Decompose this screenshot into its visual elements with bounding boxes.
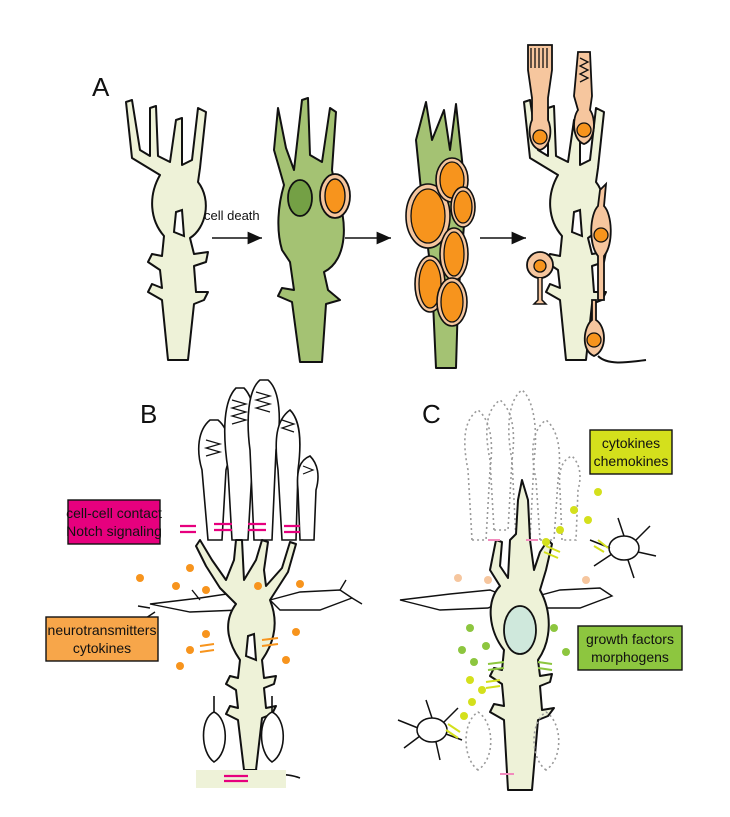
progenitor-cell xyxy=(450,186,476,228)
growth-factor-particles xyxy=(458,624,570,666)
label-box-contact: cell-cell contact Notch signaling xyxy=(66,499,162,545)
inner-neurons-b xyxy=(202,696,301,779)
label-box-growth: growth factors morphogens xyxy=(577,625,683,671)
microglia-cell xyxy=(397,699,463,761)
label-cytokines-line2: chemokines xyxy=(594,453,669,469)
label-growth-line1: growth factors xyxy=(586,631,674,647)
label-contact-line1: cell-cell contact xyxy=(66,505,162,521)
arrow-label-cell-death: cell death xyxy=(204,208,260,223)
panel-a-letter: A xyxy=(92,72,110,102)
regenerated-ganglion-cell xyxy=(583,299,647,364)
cytokine-particles xyxy=(460,488,602,720)
muller-glia-reactive xyxy=(273,97,351,363)
regenerated-amacrine-cell xyxy=(526,251,554,305)
label-growth-line2: morphogens xyxy=(591,649,669,665)
label-neuro-line2: cytokines xyxy=(73,640,131,656)
dead-neurons-c xyxy=(465,711,560,771)
regenerated-bipolar-cell xyxy=(590,181,612,301)
neurotransmitter-receptors xyxy=(199,637,279,653)
panel-c-letter: C xyxy=(422,399,441,429)
label-contact-line2: Notch signaling xyxy=(66,523,162,539)
muller-glia-quiescent xyxy=(125,99,209,361)
receptors-c xyxy=(445,539,609,775)
photoreceptor-outer-segments-b xyxy=(203,391,315,475)
neurotransmitter-particles xyxy=(136,564,304,670)
progenitor-cell xyxy=(436,277,468,327)
panel-b-letter: B xyxy=(140,399,157,429)
regenerated-cone-photoreceptor xyxy=(573,51,595,145)
horizontal-cells-c xyxy=(399,587,614,611)
muller-glia-regenerated xyxy=(523,99,607,361)
label-cytokines-line1: cytokines xyxy=(602,435,660,451)
photoreceptor-cells-b xyxy=(197,379,319,541)
dead-photoreceptors-c xyxy=(464,388,581,541)
faded-particles-c xyxy=(454,574,590,584)
muller-glia-c xyxy=(489,479,555,791)
label-box-cytokines: cytokines chemokines xyxy=(589,429,673,475)
muller-endfeet-b xyxy=(196,770,286,788)
label-box-neuro: neurotransmitters cytokines xyxy=(45,616,159,662)
progenitor-cell xyxy=(405,183,451,249)
notch-contacts-b xyxy=(180,522,300,783)
regenerated-rod-photoreceptor xyxy=(527,44,553,151)
microglia-cell xyxy=(589,517,657,579)
label-neuro-line1: neurotransmitters xyxy=(48,622,157,638)
muller-glia-progenitor-cluster xyxy=(405,101,476,369)
